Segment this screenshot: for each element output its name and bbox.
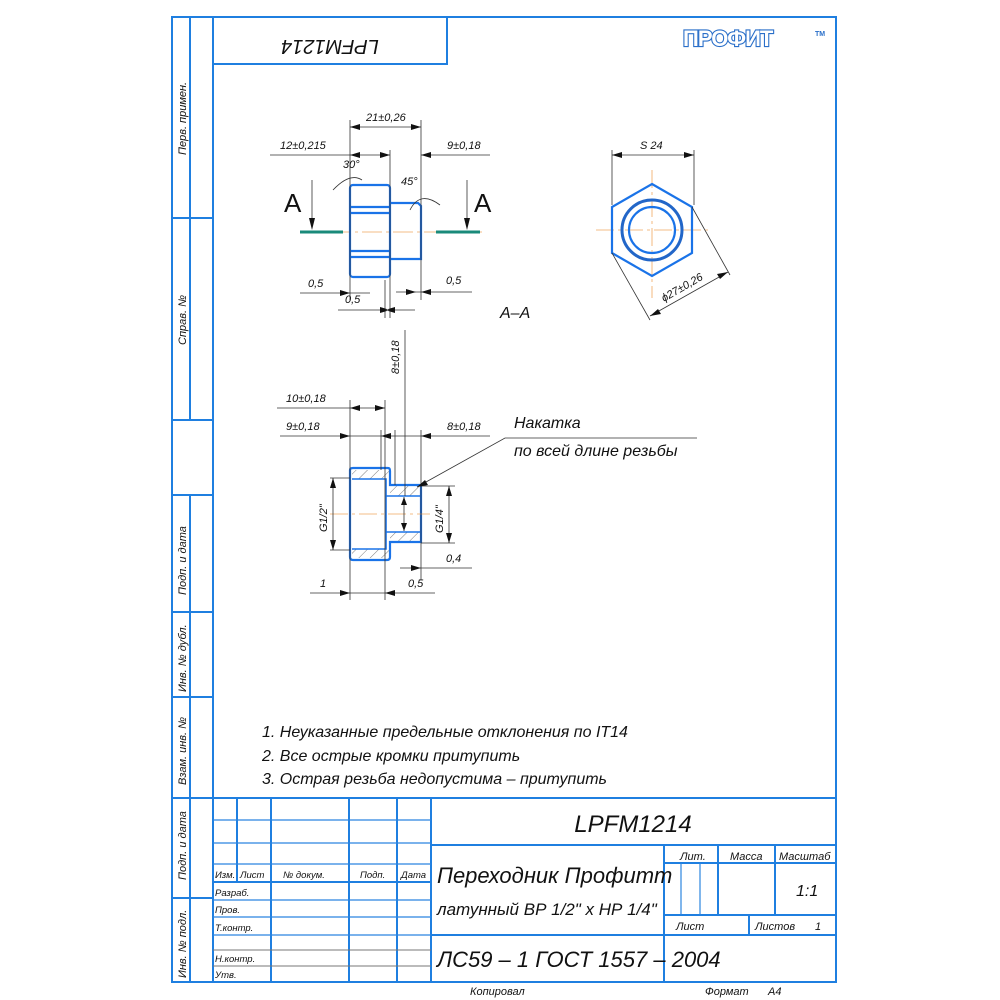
- stamp-perv-primen: Перв. примен.: [177, 82, 189, 155]
- format-label: Формат: [705, 986, 749, 998]
- hdr-doc: № докум.: [283, 870, 325, 881]
- mass-label: Масса: [730, 851, 763, 863]
- dim-sec-vertical: 8±0,18: [390, 340, 402, 374]
- dim-hex-length: 12±0,215: [280, 140, 327, 152]
- hdr-izm: Изм.: [215, 870, 235, 881]
- dim-across-corners: ϕ27±0,26: [660, 271, 706, 305]
- section-marker-right: A: [474, 188, 492, 218]
- note-3: 3. Острая резьба недопустима – притупить: [262, 771, 607, 788]
- title-code: LPFM1214: [574, 811, 691, 838]
- dim-sec-bore-depth: 10±0,18: [286, 393, 327, 405]
- stamp-podp-data-1: Подп. и дата: [177, 526, 189, 595]
- hdr-date: Дата: [400, 870, 426, 881]
- dim-chamfer-45: 45°: [401, 176, 418, 188]
- format-value: A4: [767, 986, 781, 998]
- dim-thread-big: G1/2": [318, 503, 330, 532]
- note-1: 1. Неуказанные предельные отклонения по …: [262, 724, 628, 741]
- dim-sec-thread-depth: 9±0,18: [286, 421, 320, 433]
- section-view: 8±0,18 10±0,18 9±0,18 8±0,18 G1/2" G1/4"…: [277, 330, 697, 600]
- role-nkontr: Н.контр.: [215, 954, 255, 965]
- front-view: A A 21±0,26 12±0,215 9±0,18 30° 45° 0,5 …: [270, 112, 530, 322]
- section-label: A–A: [499, 305, 530, 322]
- side-stamp-bottom: Подп. и дата Инв. № дубл. Взам. инв. № П…: [171, 494, 214, 983]
- dim-total-length: 21±0,26: [365, 112, 407, 124]
- scale-value: 1:1: [796, 883, 818, 900]
- title-block: Изм. Лист № докум. Подп. Дата Разраб. Пр…: [213, 797, 836, 982]
- scale-label: Масштаб: [779, 851, 831, 863]
- copied-label: Копировал: [470, 986, 525, 998]
- dim-sec-chamfer-1: 1: [320, 578, 326, 590]
- sheets-value: 1: [815, 921, 821, 933]
- hdr-sign: Подп.: [360, 870, 385, 881]
- dim-thread-small: G1/4": [434, 504, 446, 533]
- technical-notes: 1. Неуказанные предельные отклонения по …: [261, 724, 628, 788]
- top-code: LPFM1214: [281, 35, 379, 57]
- dim-chamfer-mid: 0,5: [345, 294, 361, 306]
- leader-note-1: Накатка: [514, 415, 581, 432]
- dim-chamfer-right: 0,5: [446, 275, 462, 287]
- dim-sec-chamfer-05: 0,5: [408, 578, 424, 590]
- sheet-label: Лист: [675, 921, 704, 933]
- stamp-sprav: Справ. №: [177, 295, 189, 345]
- dim-sec-chamfer-04: 0,4: [446, 553, 461, 565]
- stamp-inv-dubl: Инв. № дубл.: [177, 624, 189, 692]
- title-name-1: Переходник Профитт: [437, 863, 672, 888]
- logo-tm: TM: [815, 31, 825, 38]
- profit-logo: ПРОФИТ TM: [682, 25, 825, 52]
- leader-note-2: по всей длине резьбы: [514, 443, 678, 460]
- sheets-label: Листов: [754, 921, 795, 933]
- stamp-podp-data-2: Подп. и дата: [177, 811, 189, 880]
- stamp-inv-podl: Инв. № подл.: [177, 910, 189, 978]
- logo-text: ПРОФИТ: [683, 26, 774, 51]
- dim-across-flats: S 24: [640, 140, 663, 152]
- role-tkontr: Т.контр.: [215, 923, 253, 934]
- dim-sec-spigot: 8±0,18: [447, 421, 481, 433]
- title-name-2: латунный ВР 1/2" х НР 1/4": [436, 900, 658, 919]
- role-prov: Пров.: [215, 905, 240, 916]
- title-material: ЛС59 – 1 ГОСТ 1557 – 2004: [435, 947, 721, 972]
- role-razrab: Разраб.: [215, 888, 249, 899]
- stamp-vzam-inv: Взам. инв. №: [177, 717, 189, 785]
- lit-label: Лит.: [679, 851, 706, 863]
- dim-chamfer-30: 30°: [343, 159, 360, 171]
- top-code-box: LPFM1214: [213, 17, 448, 65]
- hex-view: S 24 ϕ27±0,26: [596, 140, 731, 321]
- note-2: 2. Все острые кромки притупить: [261, 748, 520, 765]
- dim-spigot-length: 9±0,18: [447, 140, 481, 152]
- dim-chamfer-left: 0,5: [308, 278, 324, 290]
- section-marker-left: A: [284, 188, 302, 218]
- side-stamp-top: Перв. примен. Справ. №: [172, 17, 213, 421]
- hdr-list: Лист: [239, 870, 265, 881]
- role-utv: Утв.: [214, 970, 237, 981]
